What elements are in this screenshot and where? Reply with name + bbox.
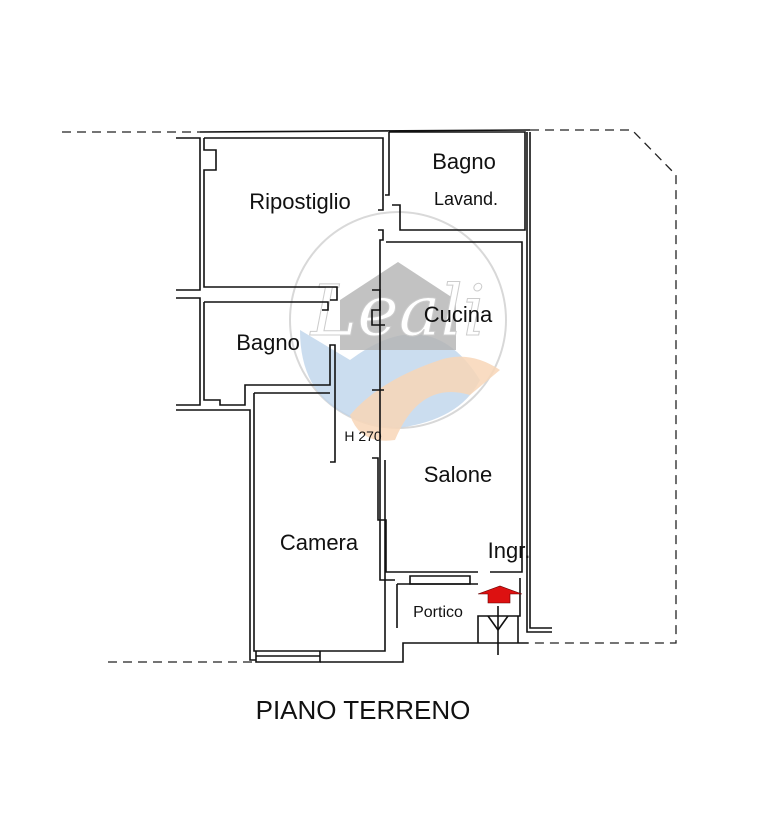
room-label-cucina: Cucina (424, 302, 493, 327)
room-label-ripostiglio: Ripostiglio (249, 189, 351, 214)
room-label-ingresso: Ingr. (488, 538, 531, 563)
room-label-camera: Camera (280, 530, 359, 555)
room-label-bagno-lavand: Bagno (432, 149, 496, 174)
room-label-salone: Salone (424, 462, 493, 487)
room-label-portico: Portico (413, 604, 463, 621)
height-note: H 270 (344, 428, 382, 444)
walls (176, 129, 552, 663)
plan-title: PIANO TERRENO (256, 695, 471, 725)
watermark-logo: Leali (289, 211, 507, 441)
room-label-lavand: Lavand. (434, 189, 498, 209)
svg-text:Leali: Leali (309, 270, 485, 352)
property-boundary (62, 129, 677, 663)
room-label-bagno: Bagno (236, 330, 300, 355)
entrance-arrow-icon (477, 585, 523, 604)
